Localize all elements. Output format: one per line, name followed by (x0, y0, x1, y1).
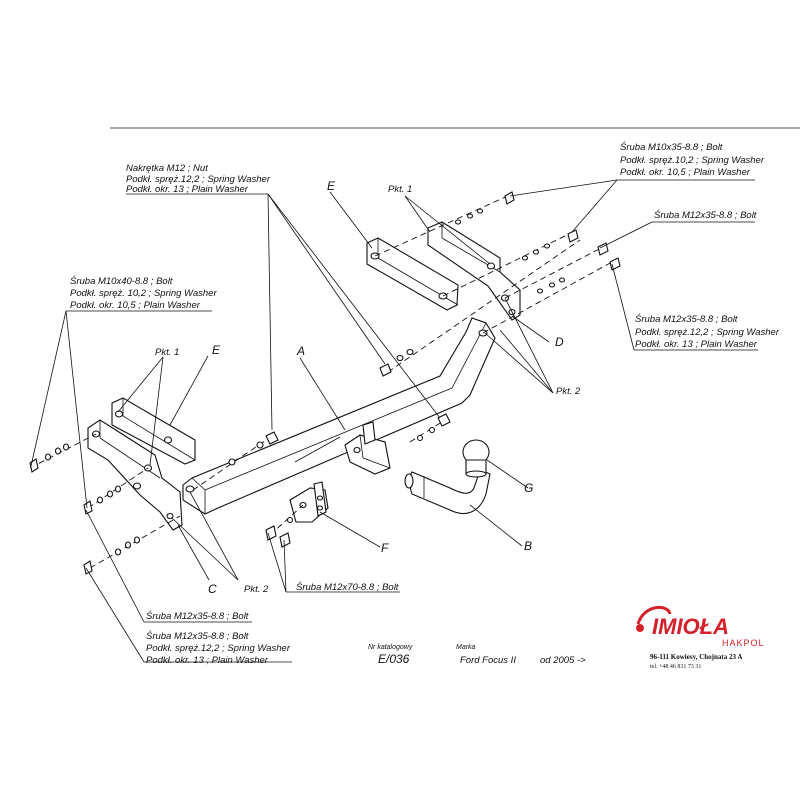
callout-nut: Nakrętka M12 ; Nut Podkł. spręż.12,2 ; S… (126, 163, 271, 195)
bracket-d (427, 221, 521, 321)
brand-value: Ford Focus II (460, 655, 516, 666)
part-label-b: B (524, 539, 532, 553)
part-label-d: D (555, 335, 564, 349)
callout-bolt-m12-right-block: Śruba M12x35-8.8 ; Bolt Podkł. spręż.12,… (635, 313, 780, 350)
tow-ball-g (462, 439, 490, 478)
central-bracket (344, 421, 391, 475)
callout-bolt-m12-bottom-block-line-3: Podkł. okr. 13 ; Plain Washer (146, 655, 269, 666)
callout-bolt-m12-right-block-line-2: Podkł. spręż.12,2 ; Spring Washer (635, 327, 780, 338)
part-label-g: G (524, 481, 533, 495)
callout-bolt-top-right-line-1: Śruba M10x35-8.8 ; Bolt (620, 141, 723, 153)
leader-lines (30, 179, 758, 663)
crossbar-a (182, 317, 496, 515)
part-label-e-left: E (212, 343, 221, 357)
logo-hook-icon (636, 605, 672, 625)
company-address: 96-111 Kowiesy, Chojnata 23 A (650, 653, 742, 661)
catalog-number-label: Nr katalogowy (368, 644, 413, 651)
callout-nut-line-2: Podkł. spręż.12,2 ; Spring Washer (126, 174, 271, 185)
part-label-f: F (381, 541, 389, 555)
catalog-number-value: E/036 (378, 652, 410, 666)
callout-bolt-m12-bottom-block-line-2: Podkł. spręż.12,2 ; Spring Washer (146, 643, 291, 654)
callout-nut-line-3: Podkł. okr. 13 ; Plain Washer (126, 184, 249, 195)
callout-bolt-m12-bottom-block-line-1: Śruba M12x35-8.8 ; Bolt (146, 630, 249, 642)
logo-subtext: HAKPOL (722, 638, 765, 648)
point-1-top: Pkt. 1 (388, 184, 412, 195)
part-label-a: A (296, 344, 305, 358)
point-1-left: Pkt. 1 (155, 347, 179, 358)
callout-bolt-m12-right-block-line-1: Śruba M12x35-8.8 ; Bolt (635, 313, 738, 325)
callout-bolt-m12-bottom: Śruba M12x35-8.8 ; Bolt (146, 610, 249, 622)
part-label-e-top: E (327, 179, 336, 193)
catalog-info: Nr katalogowy E/036 Marka Ford Focus II … (368, 644, 586, 666)
logo-text: IMIOŁA (652, 614, 729, 639)
logo-ball-icon (636, 624, 644, 632)
company-phone: tel. +48 46 831 73 31 (650, 664, 701, 670)
company-logo: IMIOŁA HAKPOL (636, 605, 765, 648)
bracket-c (87, 419, 183, 531)
callout-bolt-m12-bottom-block: Śruba M12x35-8.8 ; Bolt Podkł. spręż.12,… (146, 630, 291, 666)
socket-plate-f (289, 481, 329, 523)
point-2-right: Pkt. 2 (556, 386, 581, 397)
point-2-bottom: Pkt. 2 (244, 584, 269, 595)
plate-e-left (111, 397, 196, 465)
fasteners (29, 191, 621, 575)
part-label-c: C (208, 582, 217, 596)
callout-bolt-top-right-line-2: Podkł. spręż.10,2 ; Spring Washer (620, 155, 765, 166)
brand-label: Marka (456, 644, 476, 651)
callout-bolt-left: Śruba M10x40-8.8 ; Bolt Podkł. spręż. 10… (70, 275, 217, 311)
callout-bolt-left-line-1: Śruba M10x40-8.8 ; Bolt (70, 275, 173, 287)
callout-bolt-left-line-3: Podkł. okr. 10,5 ; Plain Washer (70, 300, 201, 311)
callout-bolt-m12-right-block-line-3: Podkł. okr. 13 ; Plain Washer (635, 339, 758, 350)
callout-bolt-top-right-line-3: Podkł. okr. 10,5 ; Plain Washer (620, 167, 751, 178)
callout-bolt-m12-right: Śruba M12x35-8.8 ; Bolt (654, 209, 757, 221)
callout-nut-line-1: Nakrętka M12 ; Nut (126, 163, 208, 174)
callout-bolt-top-right: Śruba M10x35-8.8 ; Bolt Podkł. spręż.10,… (620, 141, 765, 178)
callout-bolt-left-line-2: Podkł. spręż. 10,2 ; Spring Washer (70, 288, 217, 299)
date-value: od 2005 -> (540, 655, 586, 666)
callout-bolt-m12x70: Śruba M12x70-8.8 ; Bolt (296, 581, 399, 593)
